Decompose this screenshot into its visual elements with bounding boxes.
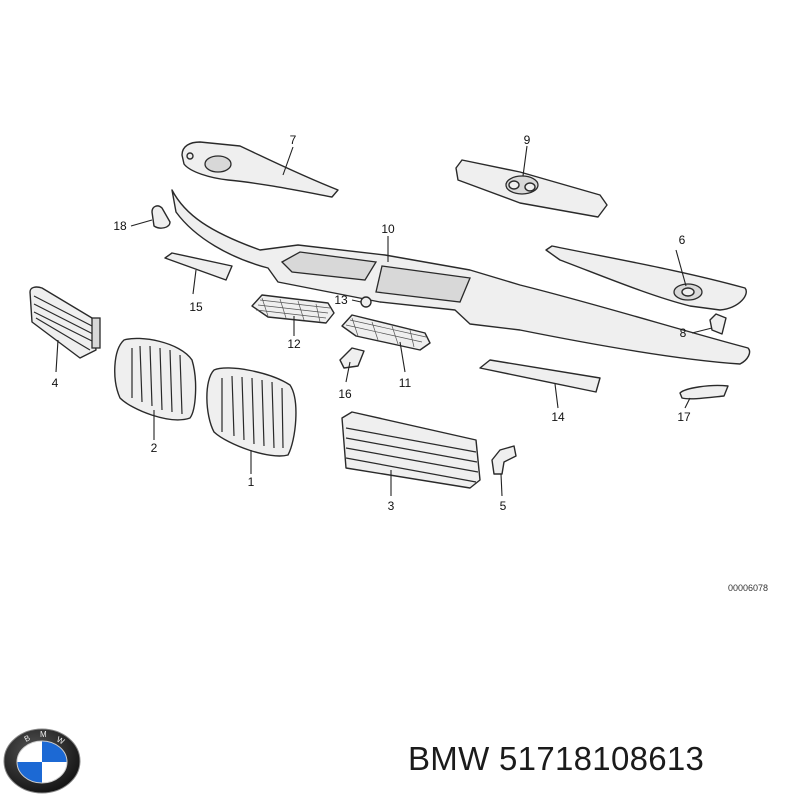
callout-4: 4	[52, 376, 59, 390]
callout-5: 5	[500, 499, 507, 513]
part-13-nut	[360, 296, 372, 308]
diagram-code: 00006078	[728, 583, 768, 593]
part-8-clip	[709, 313, 727, 335]
part-1-kidney-grille	[206, 367, 297, 457]
callout-9: 9	[524, 133, 531, 147]
callout-7: 7	[290, 133, 297, 147]
part-3-vent-grille	[341, 411, 481, 489]
callout-2: 2	[151, 441, 158, 455]
part-9-center-bracket	[455, 159, 608, 218]
svg-text:B: B	[23, 733, 32, 743]
callout-labels: 7 9 10 6 18 15 13 12 8 16 11 4 14 17 2 1…	[52, 133, 691, 513]
leader-lines	[55, 145, 713, 497]
callout-15: 15	[189, 300, 203, 314]
callout-14: 14	[551, 410, 565, 424]
callout-11: 11	[399, 376, 412, 390]
svg-text:M: M	[40, 730, 47, 739]
callout-8: 8	[680, 326, 687, 340]
brand-name: BMW	[408, 740, 490, 777]
footer-caption: BMW 51718108613	[408, 740, 704, 778]
bmw-roundel-icon: B M W	[3, 728, 81, 794]
callout-12: 12	[287, 337, 301, 351]
part-4-vent-grille	[29, 286, 101, 359]
part-10-trim-panel	[171, 189, 751, 365]
part-7-left-bracket	[181, 141, 339, 198]
part-17-clip	[679, 384, 729, 400]
callout-17: 17	[677, 410, 691, 424]
part-18-clip	[151, 205, 171, 229]
callout-3: 3	[388, 499, 395, 513]
callout-10: 10	[381, 222, 395, 236]
callout-13: 13	[334, 293, 348, 307]
part-15-plate	[164, 252, 233, 281]
part-6-right-bracket	[545, 245, 747, 311]
part-2-kidney-grille	[114, 337, 197, 421]
part-12-mesh	[251, 294, 335, 324]
svg-text:W: W	[55, 735, 66, 747]
callout-16: 16	[338, 387, 352, 401]
part-16-tab	[339, 347, 365, 369]
part-11-mesh	[341, 314, 431, 351]
part-5-clip	[491, 445, 517, 475]
part-14-plate	[479, 359, 601, 393]
callout-6: 6	[679, 233, 686, 247]
callout-1: 1	[248, 475, 255, 489]
callout-18: 18	[113, 219, 127, 233]
part-number: 51718108613	[499, 740, 705, 777]
